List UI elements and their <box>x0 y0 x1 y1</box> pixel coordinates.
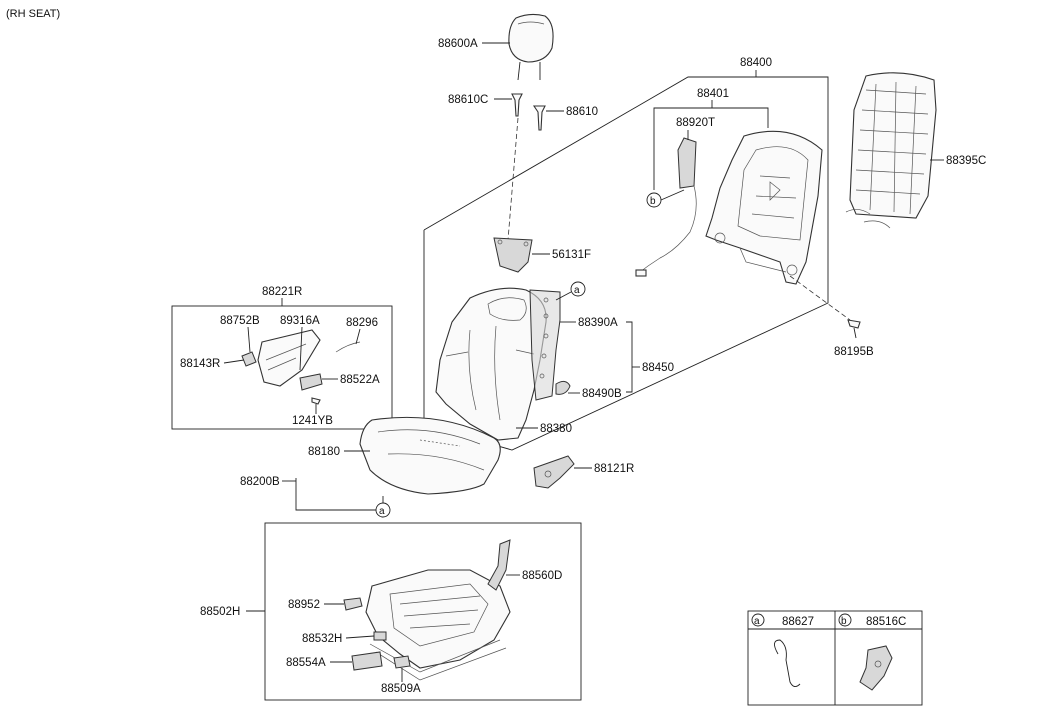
heater-connector-part <box>555 380 571 395</box>
label-88610C: 88610C <box>448 94 488 106</box>
label-88200B: 88200B <box>240 476 280 488</box>
label-88560D: 88560D <box>522 570 562 582</box>
label-88296: 88296 <box>346 317 378 329</box>
label-88400: 88400 <box>740 57 772 69</box>
harness-bracket-part <box>859 645 893 691</box>
label-88952: 88952 <box>288 599 320 611</box>
side-airbag-part <box>635 137 697 277</box>
connector-part <box>393 655 411 669</box>
label-88390A: 88390A <box>578 317 618 329</box>
label-88395C: 88395C <box>946 155 986 167</box>
hook-clip-part <box>774 639 801 687</box>
seat-track-frame-part <box>365 569 511 681</box>
seat-back-frame-part <box>705 130 823 285</box>
clip-part <box>335 341 361 353</box>
callout-a-back <box>570 281 586 297</box>
bolt-part <box>847 319 861 339</box>
label-88600A: 88600A <box>438 38 478 50</box>
callout-a-cushion-letter: a <box>379 506 385 517</box>
legend-b-letter: b <box>841 616 847 627</box>
seat-back-heater-part <box>529 289 561 401</box>
label-88554A: 88554A <box>286 657 326 669</box>
control-module-part <box>351 651 383 671</box>
diagram-title: (RH SEAT) <box>6 8 60 20</box>
motor-part <box>343 597 363 611</box>
callout-a-back-letter: a <box>574 285 580 296</box>
seat-cushion-part <box>359 416 501 495</box>
label-56131F: 56131F <box>552 249 591 261</box>
label-88490B: 88490B <box>582 388 622 400</box>
label-88195B: 88195B <box>834 346 874 358</box>
label-88121R: 88121R <box>594 463 634 475</box>
label-89316A: 89316A <box>280 315 320 327</box>
legend-table <box>747 610 923 706</box>
callout-b-letter: b <box>650 196 656 207</box>
switch-part <box>299 373 323 391</box>
screw-part <box>311 397 321 412</box>
label-88522A: 88522A <box>340 374 380 386</box>
label-88180: 88180 <box>308 446 340 458</box>
label-88401: 88401 <box>697 88 729 100</box>
label-88532H: 88532H <box>302 633 342 645</box>
hinge-cover-part <box>533 455 575 489</box>
legend-a-letter: a <box>754 616 760 627</box>
sensor-part <box>373 631 387 641</box>
label-88380: 88380 <box>540 423 572 435</box>
headrest-part <box>508 13 554 81</box>
headrest-guide-left <box>511 93 523 117</box>
label-88920T: 88920T <box>676 117 715 129</box>
label-88221R: 88221R <box>262 286 302 298</box>
label-88450: 88450 <box>642 362 674 374</box>
legend-b-part-number: 88516C <box>866 616 906 628</box>
cushion-frame-group-box <box>264 522 582 701</box>
legend-a-part-number: 88627 <box>782 616 814 628</box>
label-88509A: 88509A <box>381 683 421 695</box>
headrest-bracket-part <box>493 237 533 273</box>
knob-part <box>241 351 257 367</box>
legend-callout-a <box>751 613 765 627</box>
label-88610: 88610 <box>566 106 598 118</box>
legend-callout-b <box>838 613 852 627</box>
callout-a-cushion <box>375 502 391 518</box>
back-panel-part <box>845 72 937 229</box>
seat-back-cushion-part <box>435 287 547 441</box>
label-1241YB: 1241YB <box>292 415 333 427</box>
side-cover-part <box>257 329 321 387</box>
label-88752B: 88752B <box>220 315 260 327</box>
seat-belt-buckle-part <box>487 539 511 591</box>
label-88143R: 88143R <box>180 358 220 370</box>
label-88502H: 88502H <box>200 606 240 618</box>
headrest-guide-right <box>532 105 546 131</box>
